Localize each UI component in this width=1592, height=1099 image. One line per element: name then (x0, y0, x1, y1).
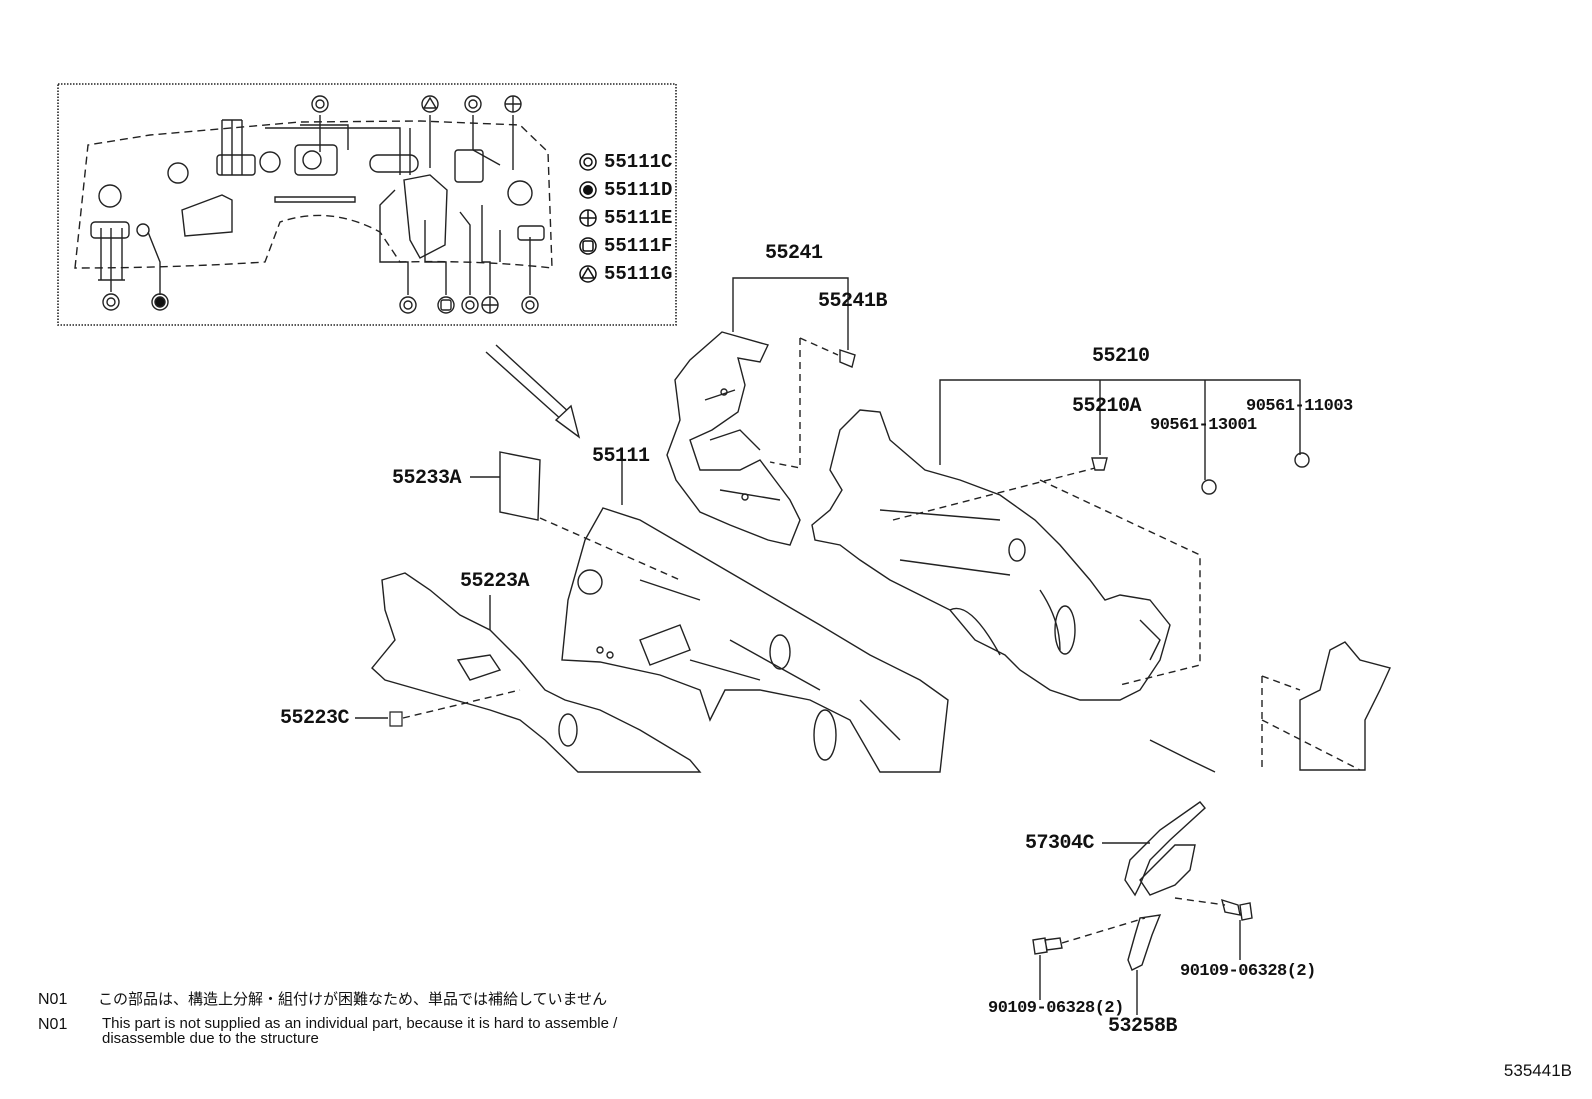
part-label-90561-11003[interactable]: 90561-11003 (1246, 397, 1353, 416)
part-label-90109-06328-right[interactable]: 90109-06328(2) (1180, 962, 1316, 981)
legend-item: 55111D (578, 178, 672, 202)
rounded-square-icon (579, 237, 597, 255)
note-japanese: N01 この部品は、構造上分解・組付けが困難なため、単品では補給していません (38, 988, 607, 1009)
part-label-53258B[interactable]: 53258B (1108, 1015, 1178, 1038)
part-55233A-shape (499, 451, 541, 521)
legend-item: 55111E (578, 206, 672, 230)
part-label-55241[interactable]: 55241 (765, 242, 823, 265)
legend-item: 55111G (578, 262, 672, 286)
filled-circle-icon (579, 181, 597, 199)
part-53258B-shape (1127, 914, 1162, 971)
part-label-55111[interactable]: 55111 (592, 445, 650, 468)
legend-code: 55111C (604, 151, 673, 173)
part-label-55241B[interactable]: 55241B (818, 290, 888, 313)
note-text: この部品は、構造上分解・組付けが困難なため、単品では補給していません (98, 990, 608, 1008)
part-label-55233A[interactable]: 55233A (392, 467, 462, 490)
part-55111-shape (561, 507, 949, 773)
figure-id: 535441B (1503, 1061, 1572, 1080)
legend-item: 55111F (578, 234, 672, 258)
part-label-90109-06328-left[interactable]: 90109-06328(2) (988, 999, 1124, 1018)
part-label-55210A[interactable]: 55210A (1072, 395, 1142, 418)
part-label-55223A[interactable]: 55223A (460, 570, 530, 593)
part-57304C-shape (1124, 801, 1206, 897)
part-label-57304C[interactable]: 57304C (1025, 832, 1095, 855)
double-circle-icon (579, 153, 597, 171)
note-text-line1: This part is not supplied as an individu… (102, 1015, 618, 1032)
legend-item: 55111C (578, 150, 672, 174)
part-55210-shape (811, 409, 1171, 701)
note-code: N01 (38, 991, 68, 1008)
legend-code: 55111E (604, 207, 673, 229)
legend-code: 55111D (604, 179, 673, 201)
bolt-left (1032, 937, 1063, 955)
triangle-circle-icon (579, 265, 597, 283)
part-label-55210[interactable]: 55210 (1092, 345, 1150, 368)
part-label-55223C[interactable]: 55223C (280, 707, 350, 730)
direction-arrow (485, 344, 581, 439)
crossed-circle-icon (579, 209, 597, 227)
note-code: N01 (38, 1016, 68, 1033)
legend-code: 55111G (604, 263, 673, 285)
legend-code: 55111F (604, 235, 673, 257)
note-text-line2: disassemble due to the structure (102, 1030, 319, 1047)
part-55223A-shape (371, 572, 702, 773)
part-label-90561-13001[interactable]: 90561-13001 (1150, 416, 1257, 435)
note-english: N01 This part is not supplied as an indiv… (38, 1016, 617, 1047)
bolt-right (1221, 898, 1253, 921)
part-55241-shape (666, 331, 801, 546)
inset-frame (57, 83, 677, 326)
inset-symbols (102, 95, 539, 314)
